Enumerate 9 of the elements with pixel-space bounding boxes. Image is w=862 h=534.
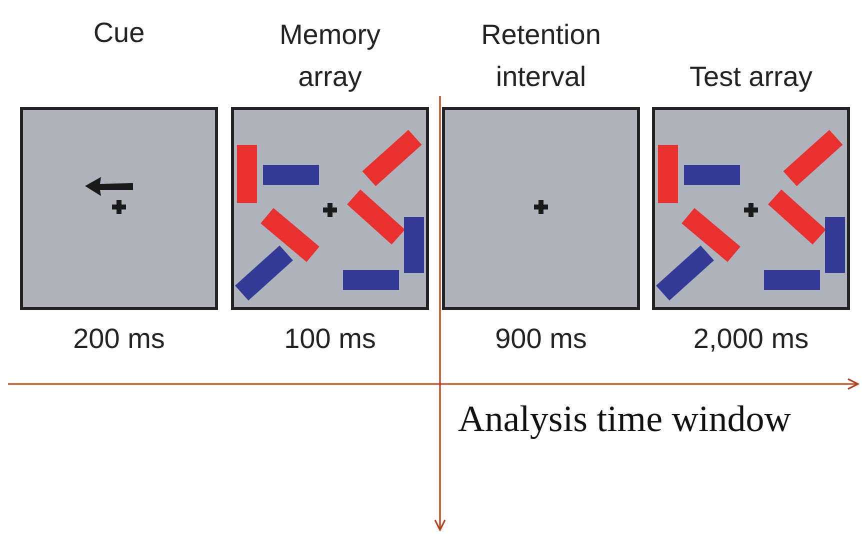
axis-label: Analysis time window xyxy=(458,398,791,442)
phase-heading: Retention interval xyxy=(480,18,602,94)
duration-label: 200 ms xyxy=(72,322,166,356)
duration-label: 100 ms xyxy=(283,322,377,356)
duration-label: 900 ms xyxy=(494,322,588,356)
phase-heading: Cue xyxy=(92,16,146,50)
duration-label: 2,000 ms xyxy=(692,322,810,356)
phase-heading: Test array xyxy=(688,60,814,94)
phase-heading: Memory array xyxy=(278,18,382,94)
